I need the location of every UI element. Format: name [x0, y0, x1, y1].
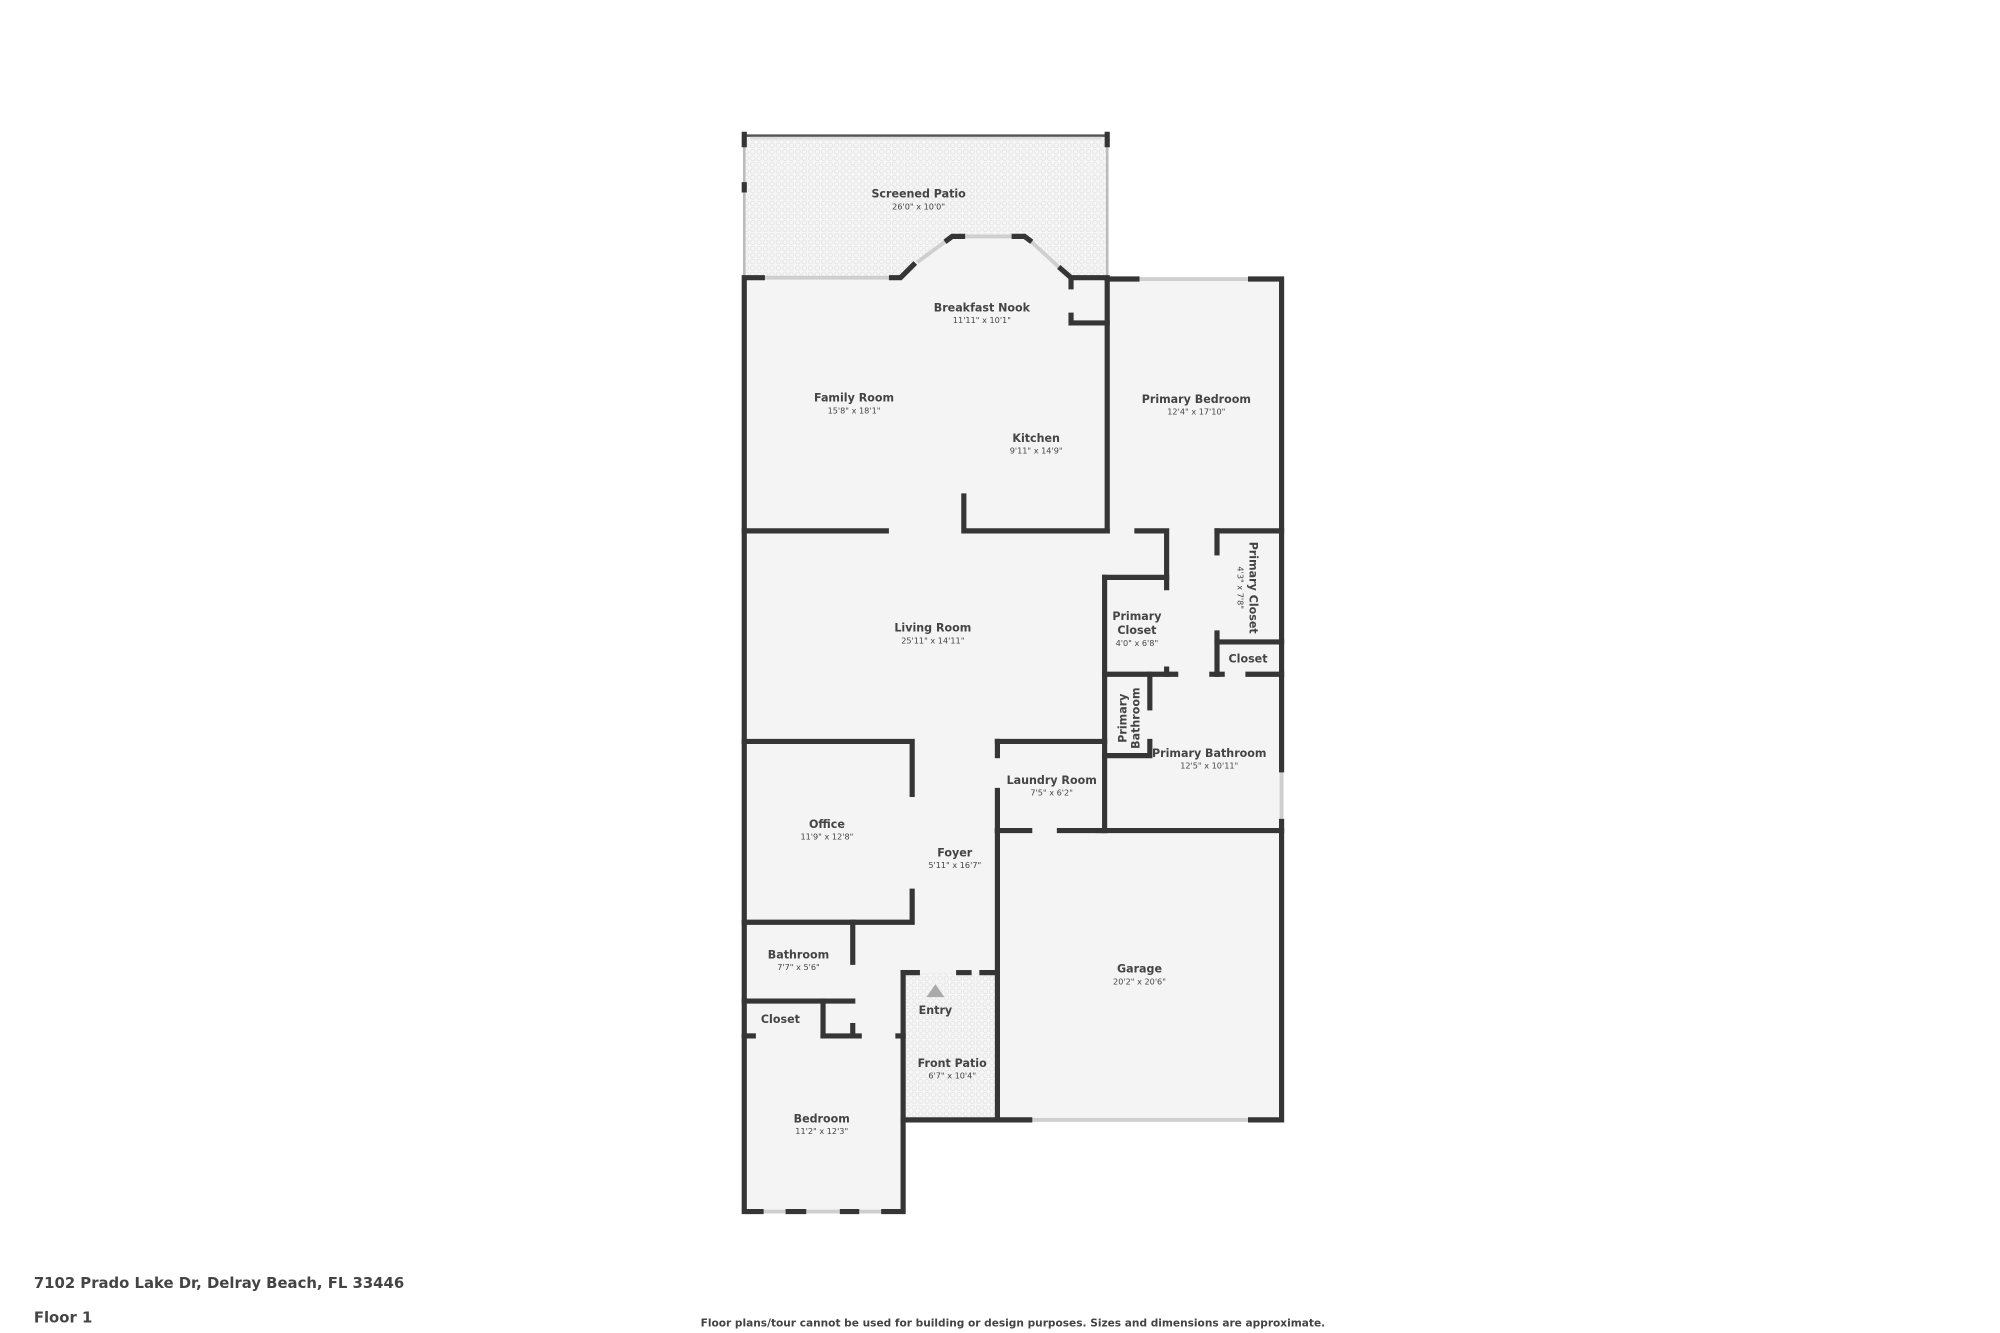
- screened-patio-edges: [741, 131, 1110, 278]
- disclaimer: Floor plans/tour cannot be used for buil…: [701, 1318, 1326, 1330]
- floor-label: Floor 1: [34, 1309, 92, 1327]
- room-name: Closet: [1117, 624, 1157, 637]
- room-name: Office: [809, 818, 845, 831]
- room-dims: 4'3" x 7'8": [1236, 566, 1246, 609]
- room-name: Primary: [1117, 693, 1130, 743]
- room-name: Front Patio: [918, 1057, 987, 1070]
- room-name: Bathroom: [1130, 687, 1143, 748]
- room-dims: 9'11" x 14'9": [1010, 445, 1063, 455]
- address: 7102 Prado Lake Dr, Delray Beach, FL 334…: [34, 1274, 404, 1292]
- room-name: Laundry Room: [1007, 774, 1097, 787]
- floor-areas: [742, 134, 1282, 1212]
- room-dims: 7'7" x 5'6": [777, 962, 820, 972]
- room-name: Family Room: [814, 392, 894, 405]
- room-name: Primary: [1112, 610, 1162, 623]
- room-dims: 15'8" x 18'1": [828, 405, 881, 415]
- room-dims: 11'9" x 12'8": [800, 832, 853, 842]
- room-name: Closet: [1229, 653, 1269, 666]
- room-name: Foyer: [937, 846, 973, 859]
- room-dims: 25'11" x 14'11": [901, 635, 964, 645]
- room-name: Entry: [919, 1004, 953, 1017]
- walls: [741, 233, 1285, 1215]
- room-name: Primary Bedroom: [1142, 393, 1251, 406]
- room-dims: 11'2" x 12'3": [795, 1126, 848, 1136]
- room-dims: 5'11" x 16'7": [928, 860, 981, 870]
- room-dims: 20'2" x 20'6": [1113, 976, 1166, 986]
- room-name: Closet: [761, 1013, 801, 1026]
- room-name: Primary Closet: [1246, 542, 1259, 635]
- room-name: Bathroom: [768, 948, 829, 961]
- room-name: Primary Bathroom: [1152, 747, 1266, 760]
- front-patio-floor: [903, 972, 998, 1120]
- room-dims: 12'5" x 10'11": [1180, 761, 1238, 771]
- main-floor: [744, 236, 1167, 1036]
- room-dims: 7'5" x 6'2": [1030, 788, 1073, 798]
- room-dims: 26'0" x 10'0": [892, 201, 945, 211]
- room-dims: 12'4" x 17'10": [1167, 407, 1225, 417]
- room-dims: 4'0" x 6'8": [1116, 638, 1159, 648]
- room-name: Bedroom: [794, 1112, 850, 1125]
- room-dims: 6'7" x 10'4": [928, 1071, 976, 1081]
- room-name: Living Room: [894, 622, 971, 635]
- entry-arrow-icon: [926, 984, 945, 998]
- room-name: Breakfast Nook: [934, 301, 1031, 314]
- room-labels: Screened Patio 26'0" x 10'0" Breakfast N…: [761, 188, 1268, 1136]
- room-name: Screened Patio: [871, 188, 966, 201]
- room-dims: 11'11" x 10'1": [953, 315, 1011, 325]
- room-name: Kitchen: [1012, 432, 1060, 445]
- room-name: Garage: [1117, 963, 1162, 976]
